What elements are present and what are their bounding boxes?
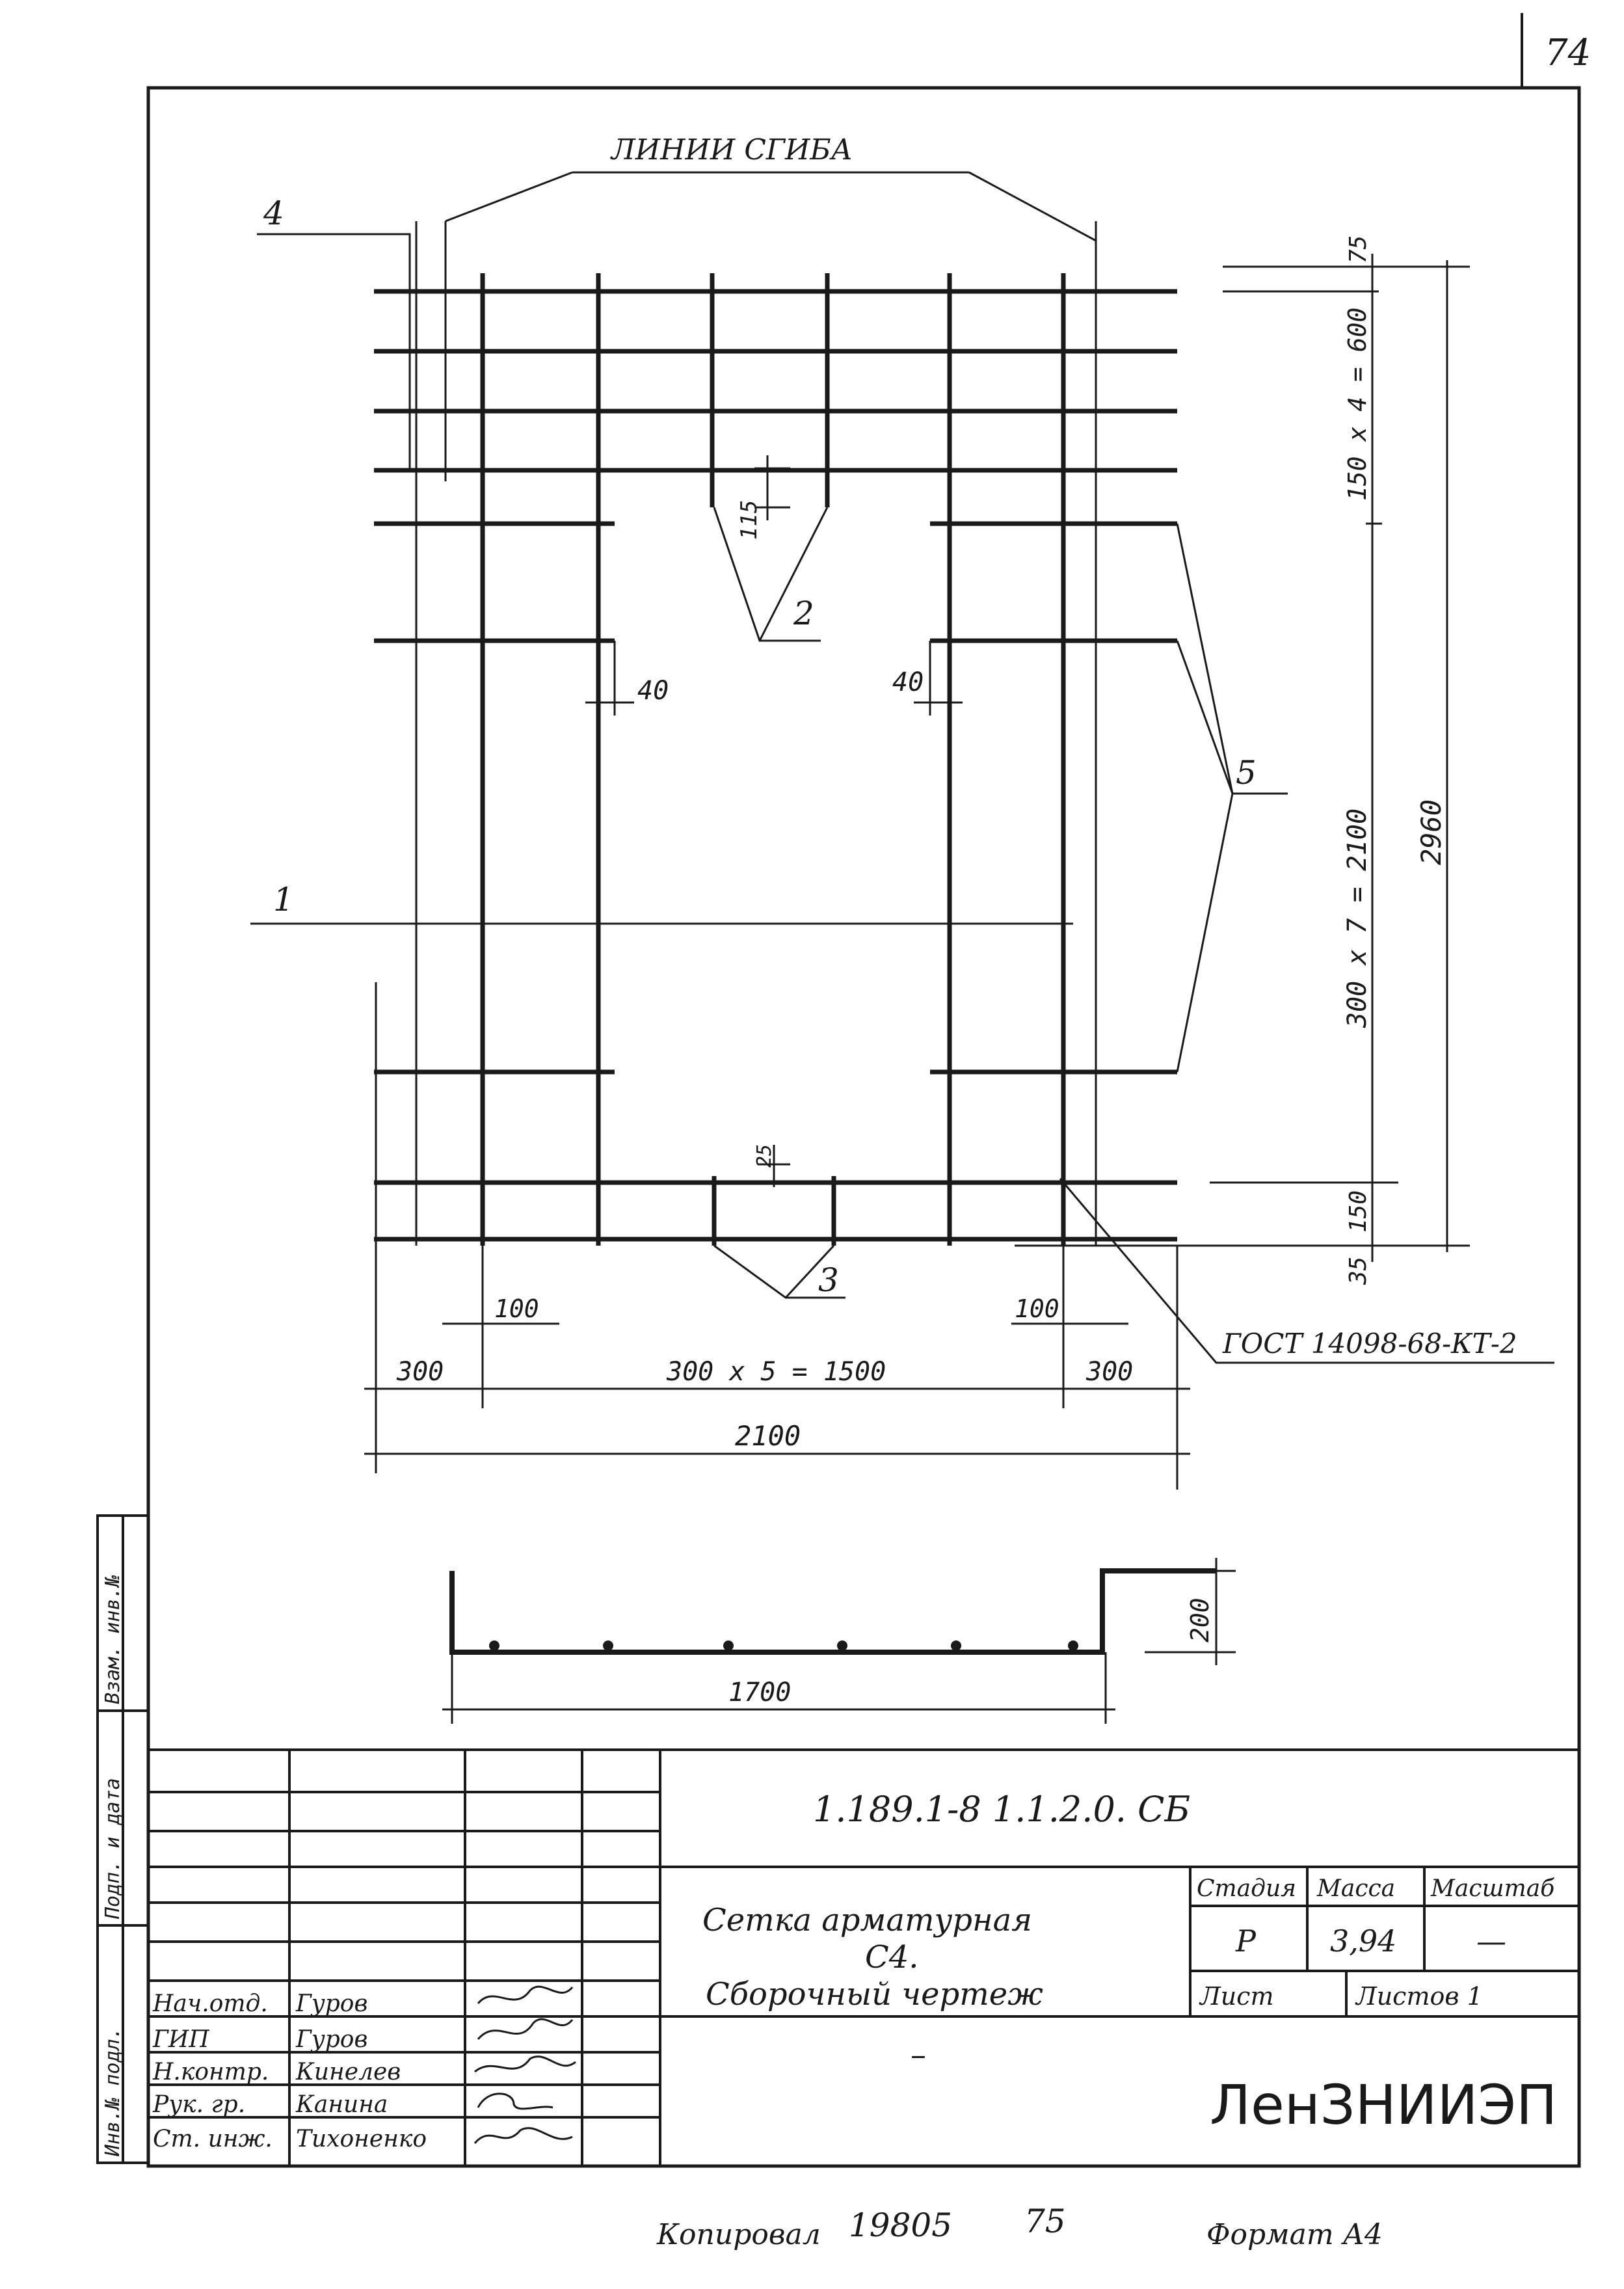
dim-1700: 1700: [728, 1678, 791, 1707]
dim-35: 35: [1345, 1257, 1372, 1285]
dim-25: 25: [753, 1144, 776, 1168]
sig-name-4: Тихоненко: [296, 2126, 427, 2152]
page-number: 74: [1545, 32, 1591, 74]
svg-text:4: 4: [263, 194, 284, 232]
scale-label: Масштаб: [1430, 1875, 1555, 1902]
drawing-frame: [146, 86, 1581, 2168]
callout-1: 1: [250, 881, 1073, 925]
side-stamp: [96, 1514, 150, 2164]
mesh-plan: [374, 273, 1177, 1246]
svg-text:ГОСТ 14098-68-КТ-2: ГОСТ 14098-68-КТ-2: [1222, 1328, 1517, 1359]
dim-40-left: 40: [637, 676, 669, 706]
dim-200: 200: [1186, 1598, 1214, 1642]
sheet-label: Лист: [1199, 1982, 1274, 2011]
dim-75: 75: [1345, 235, 1372, 263]
bend-lines-label: ЛИНИИ СГИБА: [610, 133, 853, 167]
sig-name-1: Гуров: [295, 2026, 367, 2053]
title-block: [148, 1748, 1579, 2166]
stamp-inv-podl: Инв.№ подл.: [101, 2027, 124, 2157]
title-dash: –: [911, 2037, 926, 2073]
callout-5: 5: [1176, 523, 1288, 1073]
doc-code: 1.189.1-8 1.1.2.0. СБ: [813, 1789, 1190, 1830]
stage-label: Стадия: [1197, 1875, 1296, 1902]
dim-300-left: 300: [396, 1357, 444, 1387]
dim-40-right: 40: [892, 667, 924, 697]
svg-text:3: 3: [818, 1261, 839, 1299]
callout-4: 4: [257, 194, 411, 468]
dim-300x5: 300 х 5 = 1500: [666, 1357, 886, 1387]
dim-300-right: 300: [1085, 1357, 1133, 1387]
sig-name-3: Канина: [295, 2091, 388, 2118]
dim-115: 115: [736, 500, 762, 540]
gost-callout: ГОСТ 14098-68-КТ-2: [1059, 1178, 1554, 1364]
sig-role-4: Ст. инж.: [153, 2126, 273, 2152]
org-name: ЛенЗНИИЭП: [1210, 2073, 1557, 2137]
callout-3: 3: [713, 1244, 845, 1299]
sig-name-0: Гуров: [295, 1990, 367, 2017]
mass-label: Масса: [1316, 1875, 1395, 1902]
scale-value: —: [1476, 1923, 1506, 1959]
format-label: Формат А4: [1206, 2218, 1383, 2251]
copied-label: Копировал: [656, 2218, 821, 2251]
title-line2: С4.: [865, 1939, 919, 1975]
svg-text:2: 2: [793, 595, 814, 632]
svg-text:1: 1: [273, 881, 294, 918]
dim-150: 150: [1345, 1190, 1372, 1233]
svg-text:5: 5: [1236, 754, 1257, 792]
mesh-section: [442, 1558, 1236, 1724]
sig-role-3: Рук. гр.: [152, 2091, 245, 2118]
signature-scribbles: [473, 1985, 576, 2144]
sig-name-2: Кинелев: [295, 2059, 401, 2085]
stage-value: Р: [1235, 1923, 1257, 1959]
dim-100-right: 100: [1015, 1294, 1059, 1323]
title-line3: Сборочный чертеж: [706, 1976, 1043, 2013]
copied-number-2: 75: [1024, 2202, 1066, 2240]
mass-value: 3,94: [1330, 1923, 1396, 1959]
dim-300x7: 300 х 7 = 2100: [1342, 809, 1372, 1028]
dim-2100: 2100: [735, 1420, 801, 1452]
bend-lines: [415, 171, 1097, 1246]
title-line1: Сетка арматурная: [702, 1902, 1032, 1938]
sig-role-2: Н.контр.: [152, 2059, 269, 2085]
copied-number: 19805: [849, 2206, 952, 2244]
dim-150x4: 150 х 4 = 600: [1343, 308, 1372, 501]
stamp-podp-data: Подп. и дата: [101, 1778, 124, 1920]
dim-2960: 2960: [1415, 799, 1447, 865]
stamp-vzam-inv: Взам. инв.№: [101, 1575, 124, 1704]
sig-role-1: ГИП: [152, 2026, 209, 2053]
sheets-label: Листов 1: [1355, 1982, 1483, 2011]
dim-100-left: 100: [494, 1294, 539, 1323]
callout-2: 2: [713, 507, 829, 642]
sig-role-0: Нач.отд.: [152, 1990, 268, 2017]
